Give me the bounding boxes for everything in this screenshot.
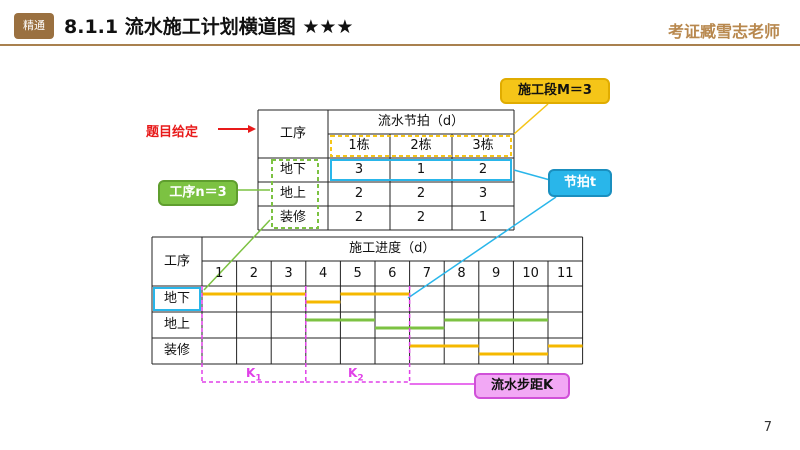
rhythm-callout: 节拍t (548, 169, 612, 197)
top-cell-value: 3 (354, 162, 364, 177)
top-cell-value: 2 (354, 210, 364, 225)
top-cell-value: 1 (478, 210, 488, 225)
processes-highlight (271, 159, 319, 229)
top-table-grid (257, 109, 515, 231)
top-row-label: 装修 (279, 210, 306, 225)
top-row-label: 地上 (279, 186, 306, 201)
k1-main: K (246, 366, 256, 380)
step-callout: 流水步距K (474, 373, 570, 399)
processes-callout: 工序n＝3 (158, 180, 238, 206)
gantt-day-header: 1 (215, 266, 224, 281)
gantt-corner-header: 工序 (163, 254, 190, 269)
gantt-day-header: 8 (457, 266, 466, 281)
rhythm-connector-top (513, 169, 551, 181)
top-cell-value: 2 (354, 186, 364, 201)
gantt-row-highlight (153, 287, 201, 311)
gantt-row-label: 地上 (163, 317, 190, 332)
gantt-table-grid (151, 236, 584, 365)
gantt-day-header: 3 (284, 266, 293, 281)
gantt-day-header: 9 (491, 266, 501, 281)
gantt-day-header: 4 (318, 266, 328, 281)
segments-highlight (330, 135, 512, 157)
gantt-group-header: 施工进度（d） (349, 241, 436, 256)
processes-connector-gantt (203, 219, 271, 291)
top-group-header: 流水节拍（d） (377, 114, 465, 129)
gantt-day-header: 2 (249, 266, 259, 281)
gantt-bars (202, 292, 583, 356)
segments-callout: 施工段M＝3 (500, 78, 610, 104)
gantt-day-header: 6 (388, 266, 397, 281)
top-column-header: 3栋 (472, 138, 494, 153)
k1-label: K1 (246, 366, 262, 383)
page-title: 8.1.1 流水施工计划横道图 ★★★ (64, 16, 354, 38)
rhythm-connector-gantt (407, 196, 557, 299)
top-column-header: 2栋 (410, 138, 432, 153)
k2-label: K2 (348, 366, 364, 383)
gantt-day-header: 7 (422, 266, 432, 281)
top-corner-header: 工序 (279, 126, 306, 141)
gantt-row-label: 地下 (163, 291, 190, 306)
gantt-day-header: 10 (522, 266, 539, 281)
callout-connectors (201, 103, 557, 385)
k2-main: K (348, 366, 358, 380)
page-number: 7 (763, 420, 772, 435)
k1-sub: 1 (255, 373, 262, 384)
header-divider (0, 44, 800, 46)
top-cell-value: 2 (416, 186, 426, 201)
logo-badge: 精通 (14, 13, 54, 39)
top-cell-value: 2 (478, 162, 488, 177)
top-cell-value: 1 (416, 162, 426, 177)
top-column-header: 1栋 (348, 138, 370, 153)
given-arrow-head (248, 125, 256, 133)
rhythm-highlight (330, 159, 512, 181)
gantt-day-header: 11 (557, 266, 574, 281)
k2-sub: 2 (357, 373, 364, 384)
given-label: 题目给定 (146, 125, 199, 140)
top-cell-value: 3 (478, 186, 488, 201)
gantt-day-header: 5 (353, 266, 362, 281)
brand-name: 考证臧雪志老师 (667, 22, 780, 41)
top-row-label: 地下 (279, 162, 306, 177)
segments-connector (513, 103, 549, 135)
gantt-row-label: 装修 (163, 343, 190, 358)
top-cell-value: 2 (416, 210, 426, 225)
